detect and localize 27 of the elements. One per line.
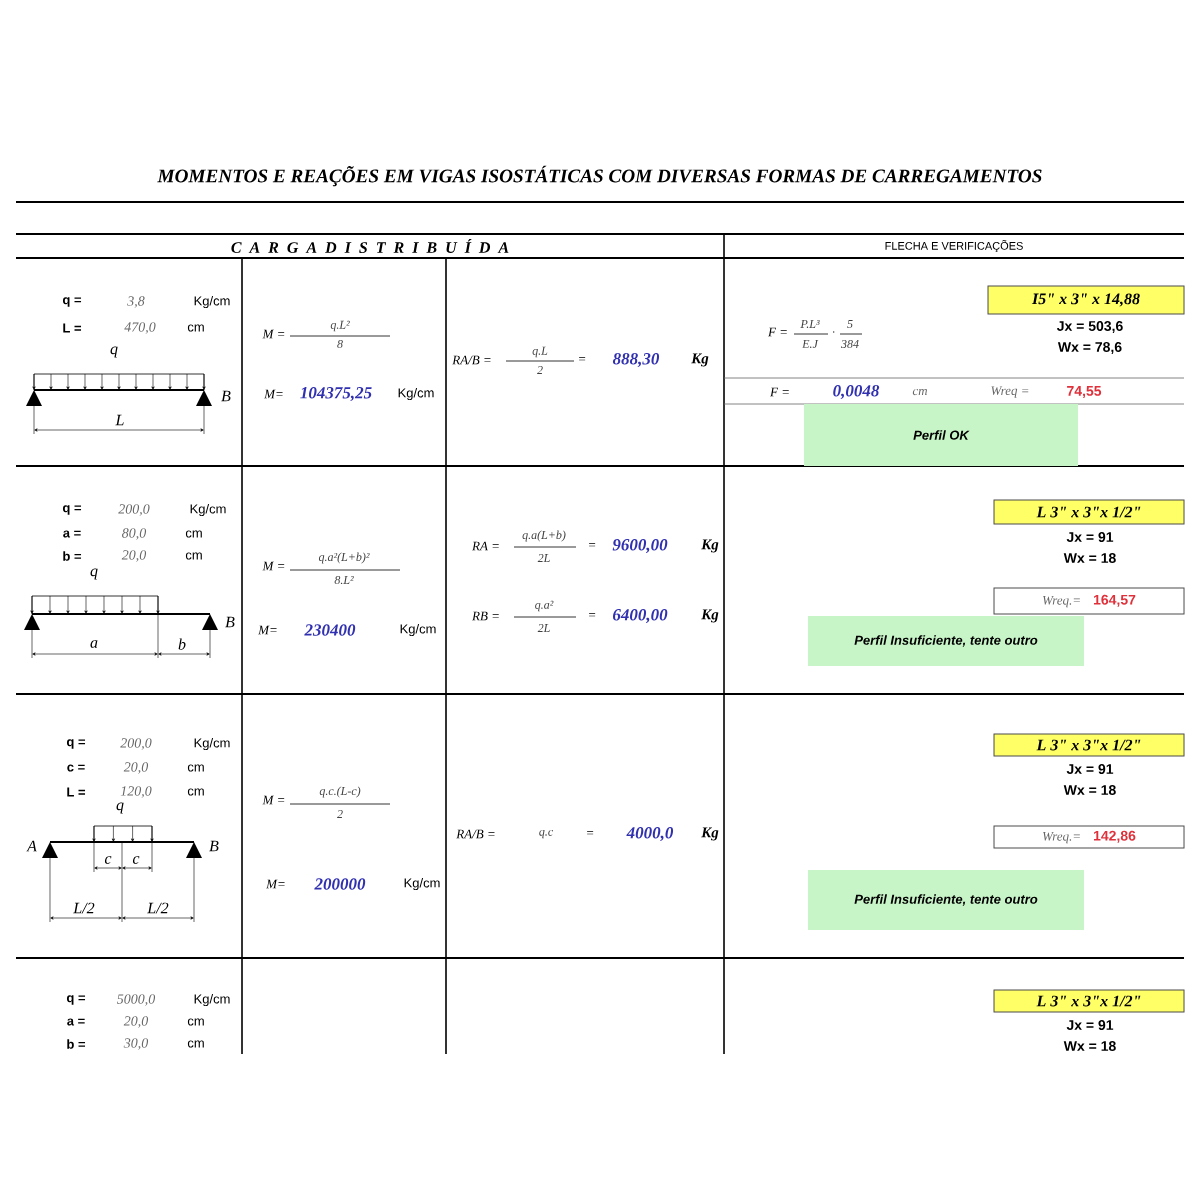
result-value: 230400	[304, 624, 356, 636]
profile-box: I5" x 3" x 14,88	[987, 285, 1185, 315]
beam-label: B	[209, 840, 219, 852]
result-value: 200000	[314, 878, 366, 890]
result-value: 6400,00	[613, 609, 668, 623]
beam-label: q	[116, 802, 124, 814]
result-value: 9600,00	[612, 539, 668, 553]
column-header: C A R G A D I S T R I B U Í D A	[231, 239, 509, 253]
beam-label: B	[225, 616, 235, 628]
beam-label: c	[132, 856, 140, 864]
beam-label: B	[221, 390, 231, 402]
profile-box: L 3" x 3"x 1/2"	[993, 733, 1185, 757]
beam-label: a	[90, 640, 98, 648]
profile-box: L 3" x 3"x 1/2"	[993, 499, 1185, 525]
beam-label: L/2	[73, 902, 95, 914]
title: MOMENTOS E REAÇÕES EM VIGAS ISOSTÁTICAS COM DIVERSAS FORMAS DE CARREGAMENTOS	[157, 165, 1042, 187]
beam-label: L/2	[147, 902, 169, 914]
beam-label: q	[110, 346, 118, 358]
result-value: 4000,0	[626, 827, 674, 841]
beam-label: A	[26, 840, 37, 852]
result-value: 104375,25	[300, 387, 372, 401]
beam-label: b	[178, 638, 186, 650]
beam-label: c	[104, 856, 112, 864]
beam-label: q	[90, 568, 98, 580]
result-value: 888,30	[612, 353, 660, 367]
beam-label: L	[115, 414, 124, 426]
profile-box: L 3" x 3"x 1/2"	[993, 989, 1185, 1013]
